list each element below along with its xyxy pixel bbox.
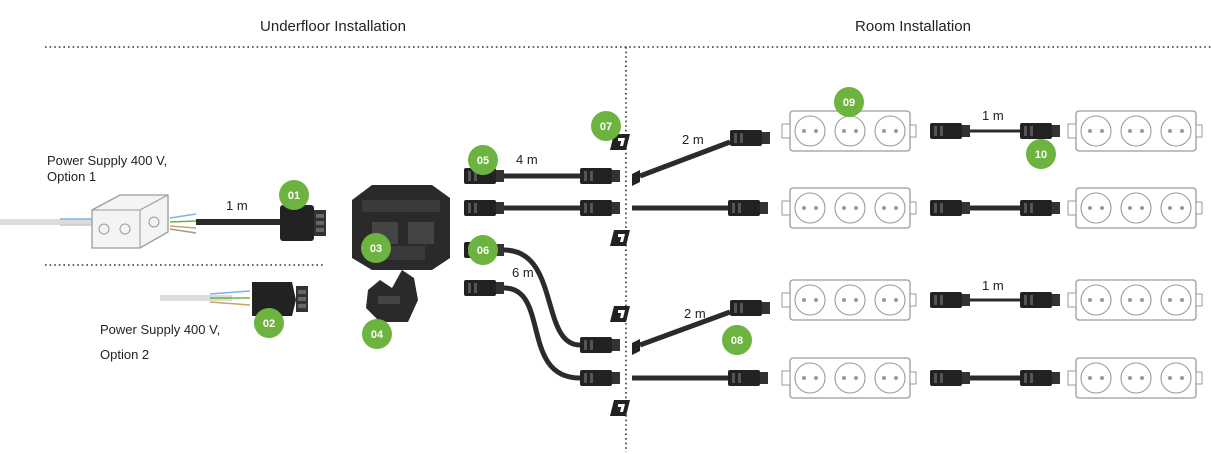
strip-link-cable-row1 <box>930 123 1060 139</box>
power-strip <box>1067 279 1203 321</box>
badge-07-label: 07 <box>600 121 612 133</box>
feed-connector <box>280 205 326 241</box>
junction-box <box>91 194 169 249</box>
room-cable-lower-2m <box>632 300 770 355</box>
badge-06: 06 <box>468 235 498 265</box>
supply1-wire-ends <box>169 213 197 234</box>
badge-02-label: 02 <box>263 318 275 330</box>
badge-01-label: 01 <box>288 190 300 202</box>
supply2-caption-line2: Option 2 <box>100 347 149 362</box>
power-strip <box>781 357 917 399</box>
badge-05-label: 05 <box>477 155 489 167</box>
badge-08-label: 08 <box>731 335 743 347</box>
supply2-connector <box>252 282 308 316</box>
lower-link-length-label: 1 m <box>982 278 1004 293</box>
room-cable-upper-2m <box>632 130 770 186</box>
badge-01: 01 <box>279 180 309 210</box>
supply1-caption-line1: Power Supply 400 V, <box>47 153 167 168</box>
badge-04-label: 04 <box>371 329 384 341</box>
badge-08: 08 <box>722 325 752 355</box>
strip-link-cable-row4 <box>930 370 1060 386</box>
strip-link-cable-row2 <box>930 200 1060 216</box>
cable-6m-lower <box>464 280 620 386</box>
cable-6m-upper <box>464 242 620 353</box>
strip-link-cable-row3 <box>930 292 1060 308</box>
floor-tile-icon <box>610 230 630 246</box>
badge-03-label: 03 <box>370 243 382 255</box>
badge-03: 03 <box>361 233 391 263</box>
supply1-feed-wires <box>0 218 95 226</box>
badge-10: 10 <box>1026 139 1056 169</box>
cable-4m-length-label: 4 m <box>516 152 538 167</box>
cable-4m <box>464 168 620 184</box>
room-section-title: Room Installation <box>855 18 971 35</box>
feed-cable-length-label: 1 m <box>226 198 248 213</box>
supply1-caption-line2: Option 1 <box>47 169 96 184</box>
floor-tile-icon <box>610 306 630 322</box>
badge-07: 07 <box>591 111 621 141</box>
cable-6m-length-label: 6 m <box>512 265 534 280</box>
power-strip <box>1067 110 1203 152</box>
badge-09: 09 <box>834 87 864 117</box>
upper-link-length-label: 1 m <box>982 108 1004 123</box>
distributor-accessory <box>366 270 418 322</box>
supply2-caption-line1: Power Supply 400 V, <box>100 322 220 337</box>
room-cable-row2 <box>632 200 768 216</box>
upper-cable-length-label: 2 m <box>682 132 704 147</box>
floor-tile-icon <box>610 400 630 416</box>
power-strip <box>781 279 917 321</box>
power-strip <box>781 187 917 229</box>
room-cable-row4 <box>632 370 768 386</box>
badge-09-label: 09 <box>843 97 855 109</box>
badge-04: 04 <box>362 319 392 349</box>
cable-straight-second <box>464 200 620 216</box>
lower-cable-length-label: 2 m <box>684 306 706 321</box>
power-strip <box>1067 187 1203 229</box>
badge-02: 02 <box>254 308 284 338</box>
badge-05: 05 <box>468 145 498 175</box>
underfloor-section-title: Underfloor Installation <box>260 18 406 35</box>
power-strip <box>1067 357 1203 399</box>
badge-06-label: 06 <box>477 245 489 257</box>
supply2-feed-wires <box>160 290 251 306</box>
badge-10-label: 10 <box>1035 149 1047 161</box>
